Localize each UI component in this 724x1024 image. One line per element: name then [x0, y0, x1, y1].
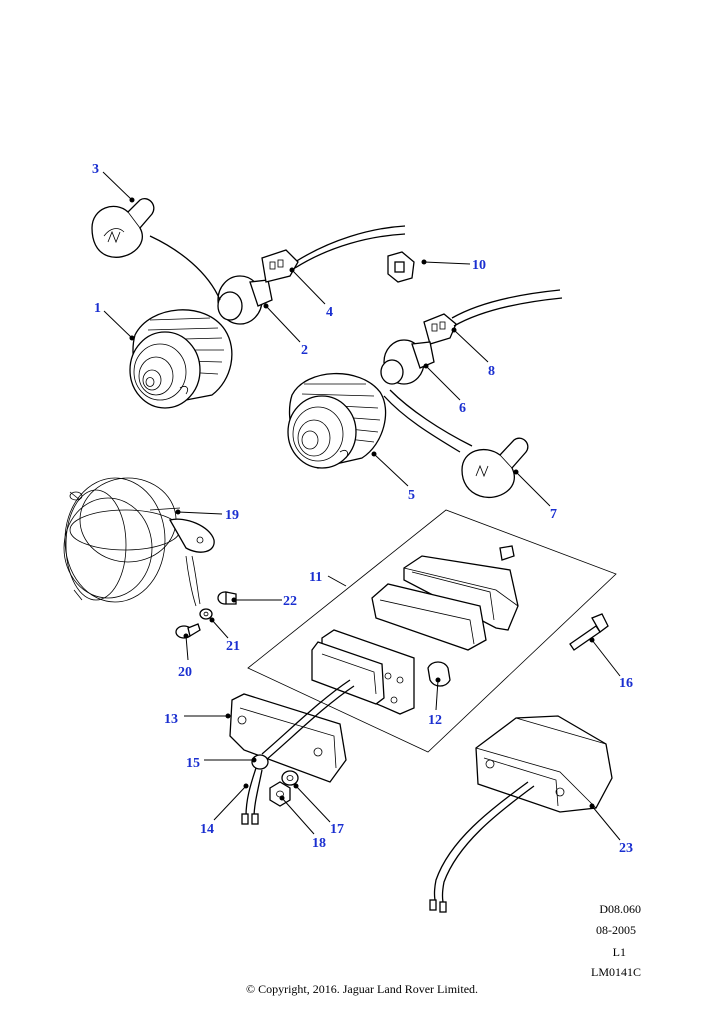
wire-harness-upper [149, 225, 406, 301]
callout-14: 14 [200, 822, 214, 837]
copyright-notice: © Copyright, 2016. Jaguar Land Rover Lim… [245, 982, 479, 996]
grommet-part-10 [387, 251, 415, 283]
callout-13: 13 [164, 712, 178, 727]
grommet-part-15 [241, 754, 269, 825]
connector-part-8 [423, 289, 563, 345]
lamp-kit-panel-part-11 [247, 509, 617, 753]
callout-12: 12 [428, 713, 442, 728]
callout-7: 7 [550, 507, 557, 522]
washer-part-17 [281, 770, 299, 786]
connector-part-4 [261, 249, 299, 283]
lamp-housing-part-5 [287, 372, 473, 469]
nut-part-18 [269, 781, 291, 807]
callout-8: 8 [488, 364, 495, 379]
bulb-holder-part-2 [217, 275, 273, 325]
callout-4: 4 [326, 305, 333, 320]
leader-lines [102, 171, 621, 841]
complete-lamp-part-23 [429, 715, 613, 913]
bulb-part-3 [91, 198, 155, 258]
bolt-part-16 [569, 613, 609, 651]
callout-21: 21 [226, 639, 240, 654]
callout-20: 20 [178, 665, 192, 680]
callout-1: 1 [94, 301, 101, 316]
callout-16: 16 [619, 676, 633, 691]
reference-date: 08-2005 [596, 923, 636, 937]
callout-15: 15 [186, 756, 200, 771]
callout-3: 3 [92, 162, 99, 177]
bulb-holder-part-6 [380, 339, 435, 385]
callout-10: 10 [472, 258, 486, 273]
bulb-part-7 [461, 437, 529, 498]
lamp-base-part-13 [229, 679, 355, 783]
reference-level: L1 [612, 945, 626, 959]
lamp-guard-part-19 [63, 477, 215, 607]
callout-5: 5 [408, 488, 415, 503]
callout-19: 19 [225, 508, 239, 523]
callout-2: 2 [301, 343, 308, 358]
drawing-id: LM0141C [590, 965, 641, 979]
washer-part-21 [199, 608, 213, 620]
reference-code: D08.060 [599, 902, 641, 916]
callout-6: 6 [459, 401, 466, 416]
callout-22: 22 [283, 594, 297, 609]
lamp-housing-part-1 [129, 309, 233, 409]
callout-numbers: 3 1 2 4 10 8 6 5 7 19 11 22 21 20 16 12 … [92, 162, 633, 856]
callout-23: 23 [619, 841, 633, 856]
callout-11: 11 [309, 570, 322, 585]
callout-18: 18 [312, 836, 326, 851]
callout-17: 17 [330, 822, 344, 837]
